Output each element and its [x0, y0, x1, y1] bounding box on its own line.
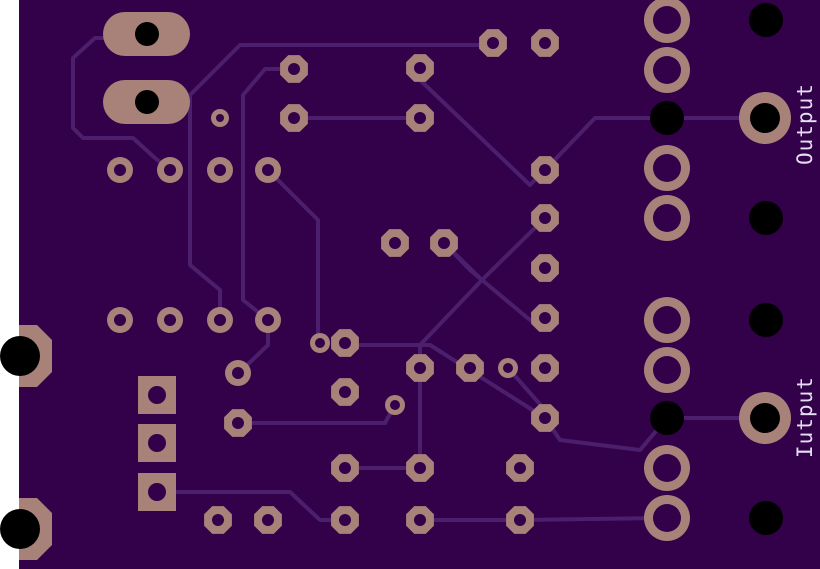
drill-hole — [135, 90, 159, 114]
drill-hole — [148, 483, 166, 501]
drill-hole — [390, 400, 400, 410]
mounting-hole — [749, 201, 783, 235]
drill-hole — [315, 338, 325, 348]
square-pads — [138, 376, 176, 511]
drill-hole — [539, 312, 551, 324]
drill-hole — [653, 356, 681, 384]
round-pads — [107, 109, 281, 386]
drill-hole — [214, 314, 226, 326]
drill-hole — [514, 514, 526, 526]
mounting-holes — [749, 3, 783, 535]
drill-hole — [653, 454, 681, 482]
drill-hole — [414, 514, 426, 526]
drill-hole — [216, 114, 224, 122]
drill-hole — [262, 314, 274, 326]
drill-hole — [539, 362, 551, 374]
drill-hole — [414, 362, 426, 374]
drill-hole — [514, 462, 526, 474]
drill-hole — [539, 212, 551, 224]
drill-hole — [539, 262, 551, 274]
drill-hole — [288, 112, 300, 124]
drill-hole — [148, 434, 166, 452]
drill-hole — [232, 367, 244, 379]
mounting-hole — [749, 303, 783, 337]
drill-hole — [164, 164, 176, 176]
drill-hole — [339, 462, 351, 474]
silkscreen-input-label: Iutput — [793, 376, 817, 458]
drill-hole — [750, 103, 780, 133]
drill-hole — [539, 37, 551, 49]
drill-hole — [212, 514, 224, 526]
drill-hole — [653, 6, 681, 34]
oval-pads — [103, 12, 190, 124]
drill-hole — [135, 22, 159, 46]
drill-hole — [414, 112, 426, 124]
silkscreen-output-label: Output — [793, 83, 817, 165]
mounting-hole — [749, 501, 783, 535]
connector-hole — [650, 101, 684, 135]
drill-hole — [164, 314, 176, 326]
drill-hole — [438, 237, 450, 249]
drill-hole — [0, 336, 40, 376]
drill-hole — [232, 417, 244, 429]
drill-hole — [148, 386, 166, 404]
octagon-pads — [204, 29, 559, 534]
drill-hole — [414, 62, 426, 74]
drill-hole — [262, 164, 274, 176]
drill-hole — [339, 337, 351, 349]
drill-hole — [503, 363, 513, 373]
drill-hole — [653, 56, 681, 84]
drill-hole — [487, 37, 499, 49]
drill-hole — [653, 306, 681, 334]
drill-hole — [464, 362, 476, 374]
drill-hole — [214, 164, 226, 176]
drill-hole — [539, 412, 551, 424]
mounting-hole — [749, 3, 783, 37]
connector-hole — [650, 401, 684, 435]
drill-hole — [750, 403, 780, 433]
drill-hole — [653, 204, 681, 232]
drill-hole — [339, 514, 351, 526]
drill-hole — [288, 63, 300, 75]
drill-hole — [539, 164, 551, 176]
drill-hole — [389, 237, 401, 249]
drill-hole — [339, 386, 351, 398]
drill-hole — [0, 509, 40, 549]
drill-hole — [262, 514, 274, 526]
drill-hole — [114, 314, 126, 326]
drill-hole — [653, 154, 681, 182]
drill-hole — [114, 164, 126, 176]
connector-pads — [644, 0, 791, 541]
drill-hole — [653, 504, 681, 532]
drill-hole — [414, 462, 426, 474]
edge-mount-pads — [0, 325, 52, 560]
